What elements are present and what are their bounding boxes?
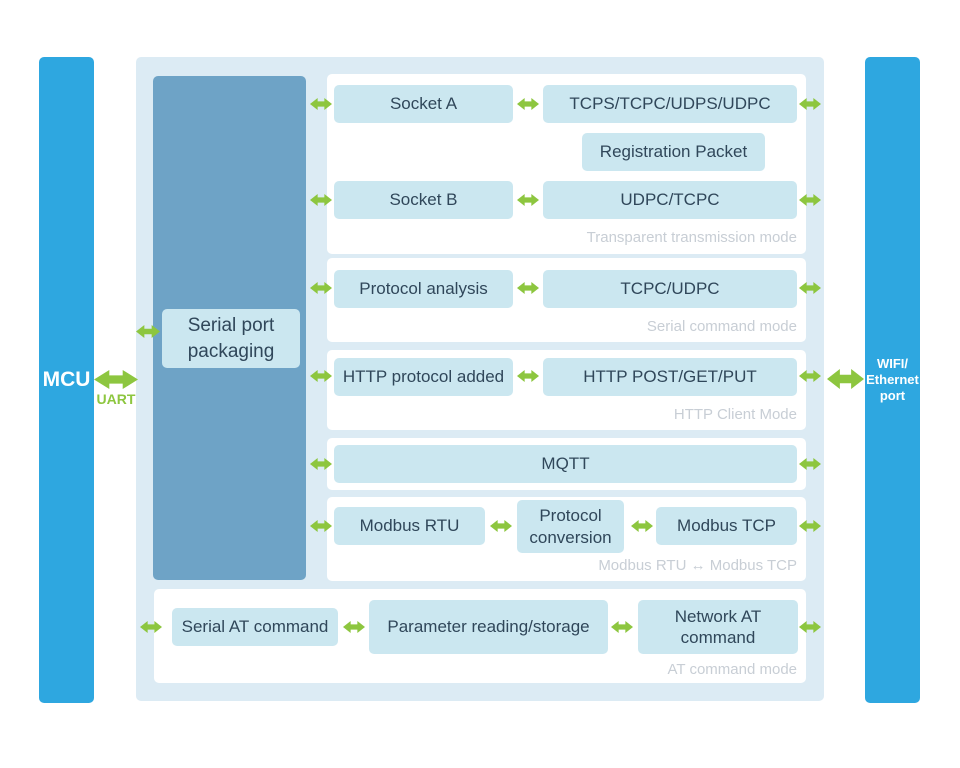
box-socket-a-protocols: TCPS/TCPC/UDPS/UDPC: [543, 85, 797, 123]
label-serial-command-mode: Serial command mode: [646, 318, 797, 335]
box-registration-packet: Registration Packet: [582, 133, 765, 171]
box-socket-b: Socket B: [334, 181, 513, 219]
label-modbus-mode: Modbus RTU ↔ Modbus TCP: [598, 557, 797, 574]
bidirectional-arrow-icon: [343, 621, 365, 633]
bidirectional-arrow-icon: [799, 370, 821, 382]
bidirectional-arrow-icon: [517, 282, 539, 294]
bidirectional-arrow-icon: [517, 370, 539, 382]
box-serial-port-packaging: Serial port packaging: [162, 309, 300, 368]
box-socket-a: Socket A: [334, 85, 513, 123]
box-modbus-rtu: Modbus RTU: [334, 507, 485, 545]
mcu-label: MCU: [42, 368, 91, 391]
bidirectional-arrow-icon: [799, 282, 821, 294]
wifi-label-line2: Ethernet: [866, 371, 919, 387]
bidirectional-arrow-icon: [799, 458, 821, 470]
bidirectional-arrow-icon: [310, 458, 332, 470]
bidirectional-arrow-icon: [611, 621, 633, 633]
bidirectional-arrow-icon: [799, 621, 821, 633]
mcu-node: MCU: [39, 57, 94, 703]
wifi-label-line3: port: [879, 388, 906, 404]
box-parameter-reading-storage: Parameter reading/storage: [369, 600, 608, 654]
bidirectional-arrow-icon: [799, 194, 821, 206]
bidirectional-arrow-icon: [517, 98, 539, 110]
bidirectional-arrow-icon: [310, 370, 332, 382]
bidirectional-arrow-icon: [490, 520, 512, 532]
bidirectional-arrow-icon: [799, 520, 821, 532]
bidirectional-arrow-icon: [827, 369, 864, 389]
label-http-client-mode: HTTP Client Mode: [673, 406, 797, 423]
box-tcpc-udpc: TCPC/UDPC: [543, 270, 797, 308]
bidirectional-arrow-icon: [631, 520, 653, 532]
bidirectional-arrow-icon: [799, 98, 821, 110]
wifi-ethernet-node: WIFI/ Ethernet port: [865, 57, 920, 703]
label-transparent-transmission-mode: Transparent transmission mode: [586, 229, 797, 246]
box-mqtt: MQTT: [334, 445, 797, 483]
bidirectional-arrow-icon: [517, 194, 539, 206]
box-http-protocol-added: HTTP protocol added: [334, 358, 513, 396]
uart-label: UART: [96, 391, 136, 407]
bidirectional-arrow-icon: [310, 520, 332, 532]
wifi-label-line1: WIFI/: [876, 355, 909, 371]
bidirectional-arrow-icon: [310, 98, 332, 110]
bidirectional-arrow-icon: [310, 194, 332, 206]
label-at-command-mode: AT command mode: [667, 661, 798, 678]
box-protocol-conversion: Protocol conversion: [517, 500, 624, 553]
bidirectional-arrow-icon: [136, 325, 160, 338]
bidirectional-arrow-icon: [310, 282, 332, 294]
box-http-post-get-put: HTTP POST/GET/PUT: [543, 358, 797, 396]
box-socket-b-protocols: UDPC/TCPC: [543, 181, 797, 219]
bidirectional-arrow-icon: [140, 621, 162, 633]
bidirectional-arrow-icon: [94, 370, 138, 389]
box-modbus-tcp: Modbus TCP: [656, 507, 797, 545]
box-network-at-command: Network AT command: [638, 600, 798, 654]
box-protocol-analysis: Protocol analysis: [334, 270, 513, 308]
box-serial-at-command: Serial AT command: [172, 608, 338, 646]
